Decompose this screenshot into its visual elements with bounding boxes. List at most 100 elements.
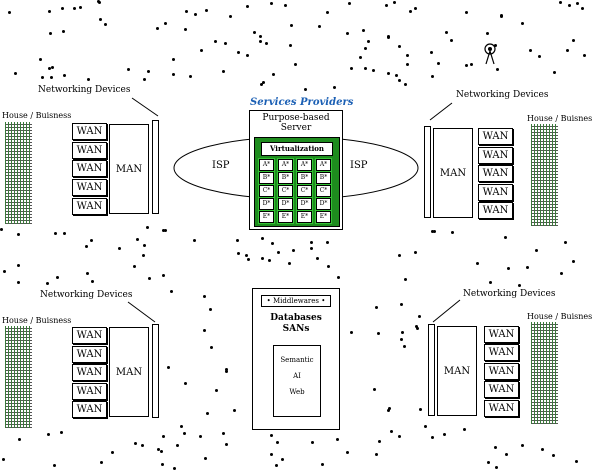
background-dot: [495, 68, 499, 72]
background-dot: [268, 258, 272, 262]
background-dot: [538, 54, 542, 58]
wan-box: WAN: [72, 401, 107, 418]
background-dot: [558, 0, 562, 4]
wan-box: WAN: [72, 346, 107, 363]
background-dot: [465, 11, 469, 15]
background-dot: [237, 251, 241, 255]
wan-box: WAN: [72, 364, 107, 381]
background-dot: [571, 38, 575, 42]
house-block-tl: [5, 122, 32, 224]
background-dot: [388, 406, 392, 410]
wan-box: WAN: [478, 147, 513, 164]
background-dot: [564, 240, 568, 244]
background-dot: [310, 240, 314, 244]
background-dot: [387, 34, 391, 38]
background-dot: [280, 458, 284, 462]
background-dot: [224, 368, 228, 372]
background-dot: [310, 246, 314, 250]
background-dot: [333, 85, 337, 89]
background-dot: [127, 68, 131, 72]
background-dot: [359, 55, 363, 59]
background-dot: [364, 66, 368, 70]
background-dot: [374, 306, 378, 310]
virtualization-cell: C*: [296, 184, 313, 198]
background-dot: [294, 62, 298, 66]
background-dot: [390, 430, 394, 434]
background-dot: [229, 14, 233, 18]
virtualization-cell: A*: [296, 158, 313, 172]
background-dot: [494, 446, 498, 450]
background-dot: [87, 78, 91, 82]
background-dot: [96, 0, 100, 4]
background-dot: [204, 8, 208, 12]
background-dot: [417, 315, 421, 319]
background-dot: [142, 77, 146, 81]
background-dot: [283, 4, 287, 8]
virtualization-cell: E*: [277, 210, 294, 224]
background-dot: [89, 238, 93, 242]
background-dot: [63, 73, 67, 77]
background-dot: [61, 7, 65, 11]
virtualization-cell: A*: [315, 158, 332, 172]
virtualization-cell: C*: [315, 184, 332, 198]
background-dot: [46, 282, 50, 286]
wan-box: WAN: [484, 381, 519, 398]
background-dot: [183, 382, 187, 386]
virtualization-cell: D*: [296, 197, 313, 211]
background-dot: [171, 73, 175, 76]
background-dot: [288, 262, 292, 266]
background-dot: [540, 448, 544, 452]
background-dot: [521, 22, 525, 26]
background-dot: [48, 9, 52, 13]
background-dot: [565, 49, 569, 53]
background-dot: [8, 10, 12, 14]
background-dot: [430, 74, 434, 78]
background-dot: [203, 457, 207, 461]
background-dot: [17, 263, 21, 267]
background-dot: [91, 279, 95, 283]
background-dot: [164, 228, 168, 232]
background-dot: [399, 338, 403, 342]
background-dot: [327, 265, 331, 269]
background-dot: [386, 409, 390, 413]
networking-device-bar-bl: [152, 324, 159, 418]
networking-device-bar-tr: [424, 126, 431, 218]
background-dot: [85, 244, 89, 248]
background-dot: [167, 365, 171, 369]
virtualization-cell: B*: [258, 171, 275, 185]
background-dot: [350, 331, 354, 335]
background-dot: [46, 433, 50, 437]
server-line1: Purpose-based: [262, 113, 330, 123]
background-dot: [245, 253, 249, 257]
background-dot: [258, 35, 262, 39]
background-dot: [476, 262, 480, 266]
background-dot: [395, 73, 399, 77]
background-dot: [99, 17, 103, 21]
background-dot: [274, 463, 278, 467]
background-dot: [404, 82, 408, 86]
sans-label: SANs: [282, 324, 310, 334]
background-dot: [260, 257, 264, 261]
background-dot: [397, 44, 401, 48]
man-box-tl: MAN: [109, 124, 149, 214]
background-dot: [373, 388, 377, 392]
virtualization-cell: B*: [277, 171, 294, 185]
wan-box: WAN: [484, 400, 519, 417]
databases-label: Databases: [270, 313, 322, 323]
background-dot: [470, 62, 474, 66]
wan-box: WAN: [72, 327, 107, 344]
background-dot: [320, 463, 324, 467]
background-dot: [403, 278, 407, 282]
background-dot: [210, 346, 214, 350]
background-dot: [198, 435, 202, 439]
background-dot: [62, 29, 66, 33]
house-label-bl: House / Buisness: [2, 316, 72, 325]
background-dot: [494, 465, 498, 469]
background-dot: [494, 43, 498, 47]
background-dot: [14, 72, 18, 76]
background-dot: [172, 57, 176, 61]
background-dot: [224, 442, 228, 446]
background-dot: [406, 62, 410, 66]
background-dot: [336, 437, 340, 441]
background-dot: [575, 2, 579, 6]
